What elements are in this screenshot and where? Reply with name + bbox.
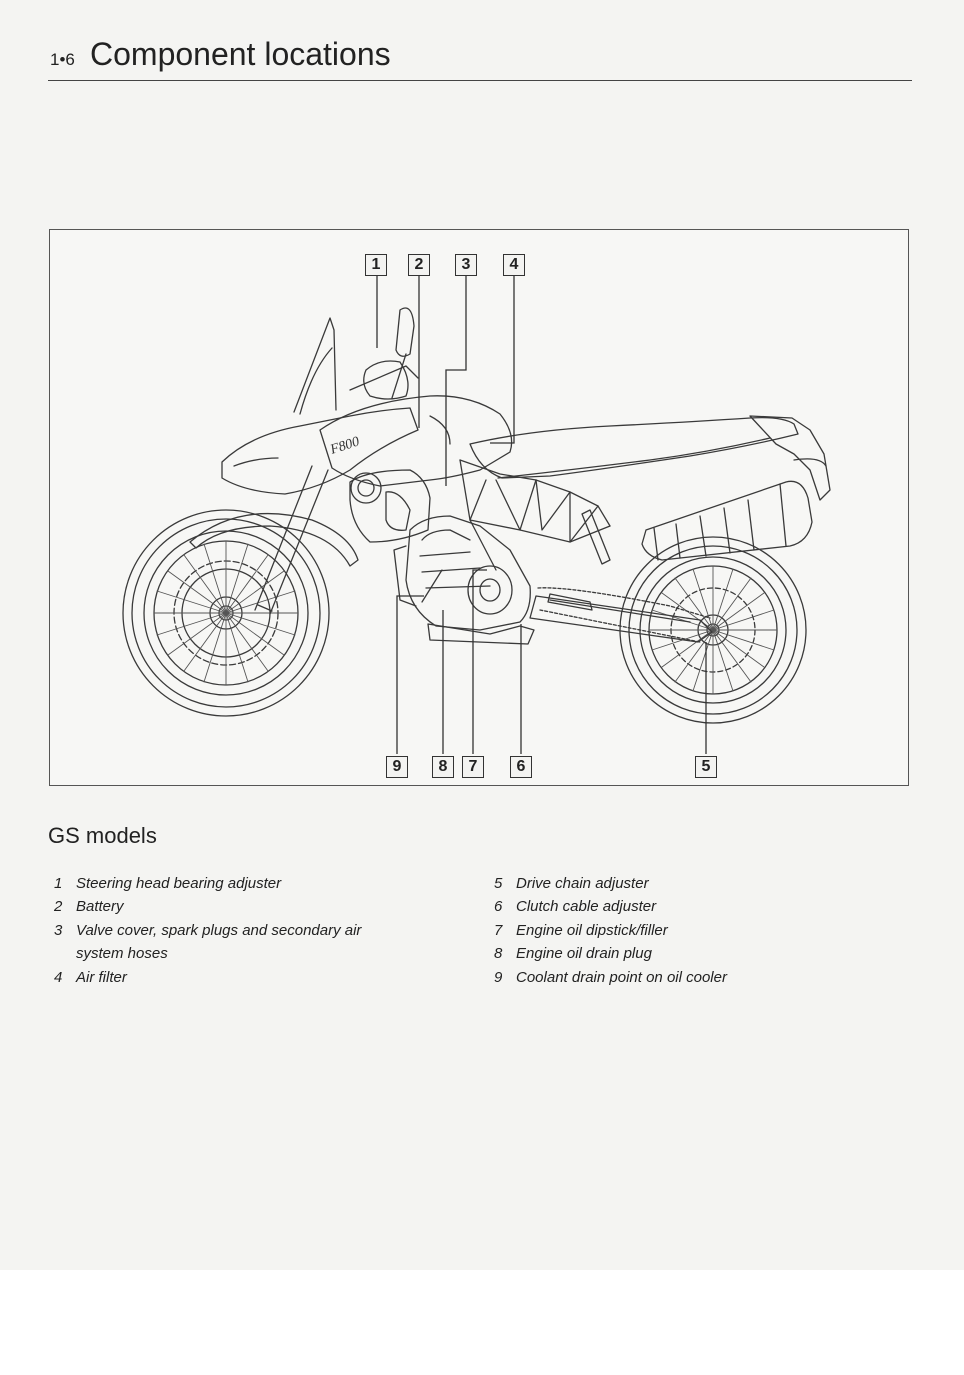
- legend-item: 5 Drive chain adjuster: [494, 872, 914, 895]
- callout-1: 1: [365, 254, 387, 276]
- legend-number: 4: [54, 968, 63, 986]
- legend-number: 5: [494, 875, 503, 892]
- front-spokes: [153, 540, 299, 686]
- page-title: Component locations: [90, 36, 391, 72]
- legend-item: 1 Steering head bearing adjuster: [54, 872, 454, 895]
- legend-right: 5 Drive chain adjuster 6 Clutch cable ad…: [494, 872, 914, 989]
- legend-item: 2 Battery: [54, 895, 454, 918]
- page-sheet: 1•6 Component locations: [0, 0, 964, 1270]
- legend-number: 2: [54, 898, 63, 916]
- callout-6: 6: [510, 756, 532, 778]
- callout-4: 4: [503, 254, 525, 276]
- callout-5: 5: [695, 756, 717, 778]
- legend-number: 7: [494, 921, 503, 939]
- legend-item: 9 Coolant drain point on oil cooler: [494, 966, 914, 989]
- bike-logo-text: F800: [328, 434, 362, 458]
- legend-text: Engine oil drain plug: [516, 945, 652, 963]
- legend-item: 7 Engine oil dipstick/filler: [494, 919, 914, 942]
- callout-8: 8: [432, 756, 454, 778]
- motorcycle-illustration: F800: [122, 275, 831, 754]
- legend-number: 1: [54, 875, 63, 892]
- legend-item: 4 Air filter: [54, 966, 454, 989]
- legend-number: 6: [494, 898, 503, 916]
- legend-text: Engine oil dipstick/filler: [516, 921, 668, 939]
- legend-number: 8: [494, 945, 503, 963]
- legend-text: Steering head bearing adjuster: [76, 875, 282, 892]
- motorcycle-figure: F800 1 2 3 4 9 8 7 6 5: [49, 229, 909, 786]
- legend-text: Drive chain adjuster: [516, 875, 649, 892]
- legend-number: 9: [494, 968, 503, 986]
- rear-spokes: [648, 565, 778, 695]
- legend-text: Battery: [76, 898, 124, 916]
- legend-text: Clutch cable adjuster: [516, 898, 657, 916]
- page-number: 1•6: [50, 50, 75, 69]
- section-title: GS models: [48, 823, 157, 848]
- legend-number: 3: [54, 921, 63, 939]
- callout-2: 2: [408, 254, 430, 276]
- legend-item: 6 Clutch cable adjuster: [494, 895, 914, 918]
- legend-text: Air filter: [76, 968, 127, 986]
- callout-3: 3: [455, 254, 477, 276]
- legend-item: 3 Valve cover, spark plugs and secondary…: [54, 919, 392, 966]
- legend-text: Coolant drain point on oil cooler: [516, 968, 727, 986]
- legend-text: Valve cover, spark plugs and secondary a…: [76, 921, 362, 963]
- page-header: 1•6 Component locations: [48, 34, 912, 81]
- callout-7: 7: [462, 756, 484, 778]
- leader-lines: [376, 275, 707, 754]
- callout-9: 9: [386, 756, 408, 778]
- legend-item: 8 Engine oil drain plug: [494, 942, 914, 965]
- legend-left: 1 Steering head bearing adjuster 2 Batte…: [54, 872, 454, 989]
